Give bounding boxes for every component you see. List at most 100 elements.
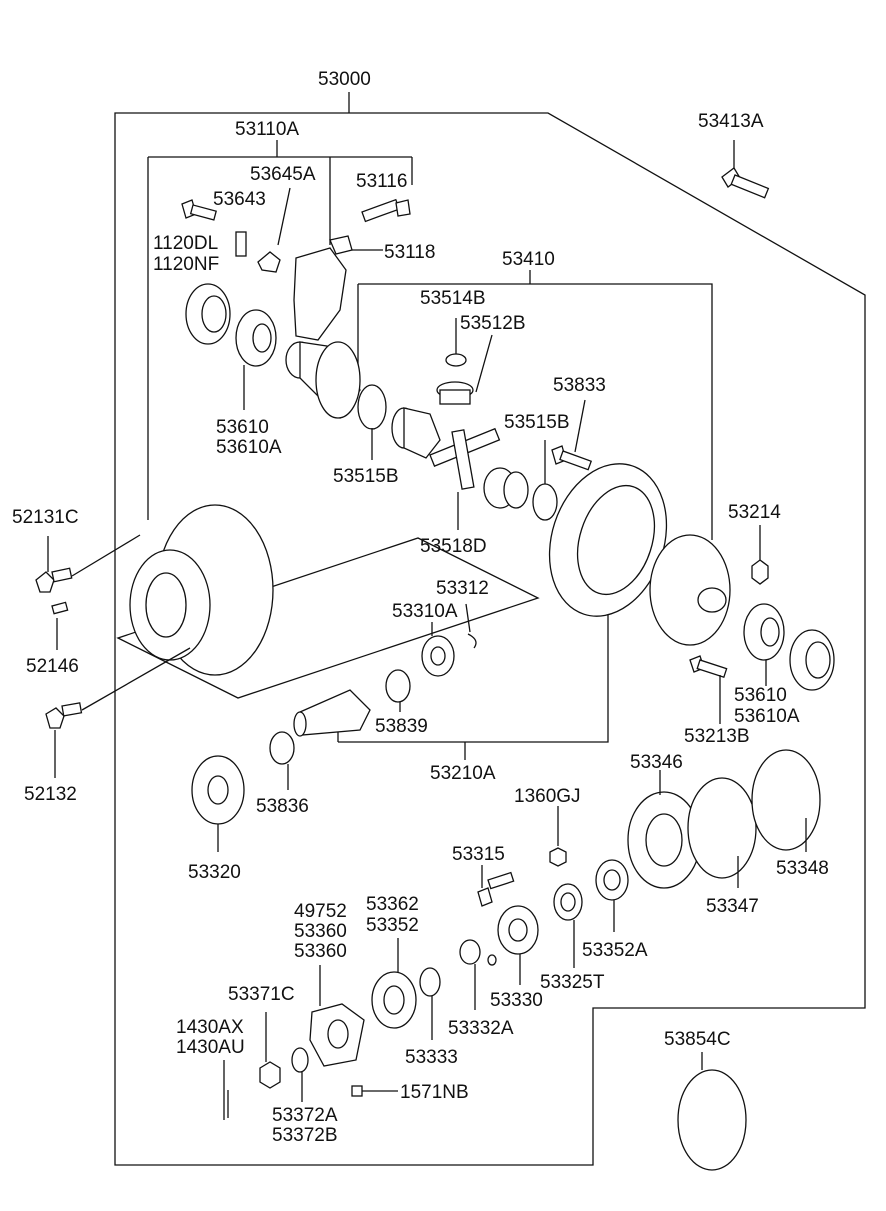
label-53362: 53362	[366, 894, 419, 915]
label-53515B-left: 53515B	[333, 466, 399, 487]
label-53360-a: 53360	[294, 921, 347, 942]
label-53110A: 53110A	[235, 119, 299, 140]
bearing-cap	[293, 247, 347, 341]
label-53514B: 53514B	[420, 288, 486, 309]
flange-53360	[309, 1003, 365, 1067]
label-53413A: 53413A	[698, 111, 764, 132]
spacer-53839	[385, 669, 411, 703]
label-53839: 53839	[375, 716, 428, 737]
label-53210A: 53210A	[430, 763, 496, 784]
bearing-53325T	[553, 883, 583, 921]
label-53836: 53836	[256, 796, 309, 817]
label-53352: 53352	[366, 915, 419, 936]
bolt-53833	[551, 445, 593, 471]
label-1120DL: 1120DL	[153, 233, 218, 254]
gasket-53347	[687, 777, 757, 879]
gasket-53348	[751, 749, 821, 851]
label-53214: 53214	[728, 502, 781, 523]
adjuster-right	[789, 629, 835, 691]
bearing-53320	[191, 755, 245, 825]
bolt-53413A	[721, 167, 770, 199]
pinion-gear-53512B	[436, 381, 474, 405]
label-52131C: 52131C	[12, 507, 79, 528]
carrier-housing	[129, 504, 274, 676]
bolt-53315	[477, 871, 515, 907]
spider-53518D	[429, 427, 501, 490]
side-gear-right	[483, 467, 529, 509]
label-53330: 53330	[490, 990, 543, 1011]
label-53515B-right: 53515B	[504, 412, 570, 433]
drive-pinion	[293, 689, 371, 737]
label-53332A: 53332A	[448, 1018, 514, 1039]
washer-53372A	[291, 1047, 309, 1073]
bearing-53310A	[421, 635, 455, 677]
label-53000: 53000	[318, 69, 371, 90]
bearing-53610-right	[743, 603, 785, 661]
label-53310A: 53310A	[392, 601, 458, 622]
seal-53352	[371, 971, 417, 1029]
pinion-washer	[445, 353, 467, 367]
ring-gear	[548, 463, 668, 617]
label-53116: 53116	[356, 171, 407, 192]
side-gear-left	[391, 407, 441, 459]
label-49752: 49752	[294, 901, 347, 922]
label-53320: 53320	[188, 862, 241, 883]
label-53312: 53312	[436, 578, 489, 599]
label-53854C: 53854C	[664, 1029, 731, 1050]
label-52132: 52132	[24, 784, 77, 805]
label-53518D: 53518D	[420, 536, 487, 557]
label-53610-left: 53610	[216, 417, 269, 438]
carrier-right	[649, 534, 731, 646]
snap-ring-53312	[467, 633, 477, 649]
label-53610A-right: 53610A	[734, 706, 800, 727]
label-53512B: 53512B	[460, 313, 526, 334]
label-52146: 52146	[26, 656, 79, 677]
bolt-1120DL	[181, 199, 217, 221]
label-1571NB: 1571NB	[400, 1082, 469, 1103]
spacer-53836	[269, 731, 295, 765]
bolt-52131C	[35, 567, 73, 593]
label-53410: 53410	[502, 249, 555, 270]
differential-case	[285, 341, 361, 420]
gasket-53854C	[677, 1069, 747, 1171]
label-53347: 53347	[706, 896, 759, 917]
label-53315: 53315	[452, 844, 505, 865]
label-53372B: 53372B	[272, 1125, 338, 1146]
lock-plate-53645A	[257, 251, 281, 273]
pin-52146	[51, 601, 69, 615]
label-53213B: 53213B	[684, 726, 750, 747]
label-53371C: 53371C	[228, 984, 295, 1005]
label-53348: 53348	[776, 858, 829, 879]
label-53360-b: 53360	[294, 941, 347, 962]
bearing-53330	[497, 905, 539, 955]
label-53833: 53833	[553, 375, 606, 396]
label-53352A: 53352A	[582, 940, 648, 961]
housing-53346	[627, 791, 701, 889]
spacer-53332A	[459, 939, 481, 965]
label-53643: 53643	[213, 189, 266, 210]
label-53325T: 53325T	[540, 972, 605, 993]
label-1360GJ: 1360GJ	[514, 786, 581, 807]
bolt-53213B	[689, 655, 728, 679]
thrust-washer-right	[532, 483, 558, 521]
bolt-53116	[361, 198, 411, 223]
label-1120NF: 1120NF	[153, 254, 219, 275]
label-1430AX: 1430AX	[176, 1017, 244, 1038]
bolt-52132	[45, 702, 83, 729]
washer-53118	[329, 235, 353, 255]
nut-53214	[751, 559, 769, 585]
thrust-washer-left	[357, 384, 387, 430]
nut-53371C	[259, 1061, 281, 1089]
clip-53643	[235, 231, 247, 257]
label-53346: 53346	[630, 752, 683, 773]
label-53118: 53118	[384, 242, 435, 263]
nut-1360GJ	[549, 847, 567, 867]
label-53333: 53333	[405, 1047, 458, 1068]
washer-53333	[419, 967, 441, 997]
label-53645A: 53645A	[250, 164, 316, 185]
assembly-boundary	[114, 112, 866, 1166]
label-1430AU: 1430AU	[176, 1037, 245, 1058]
label-53610A-left: 53610A	[216, 437, 282, 458]
label-53610-right: 53610	[734, 685, 787, 706]
